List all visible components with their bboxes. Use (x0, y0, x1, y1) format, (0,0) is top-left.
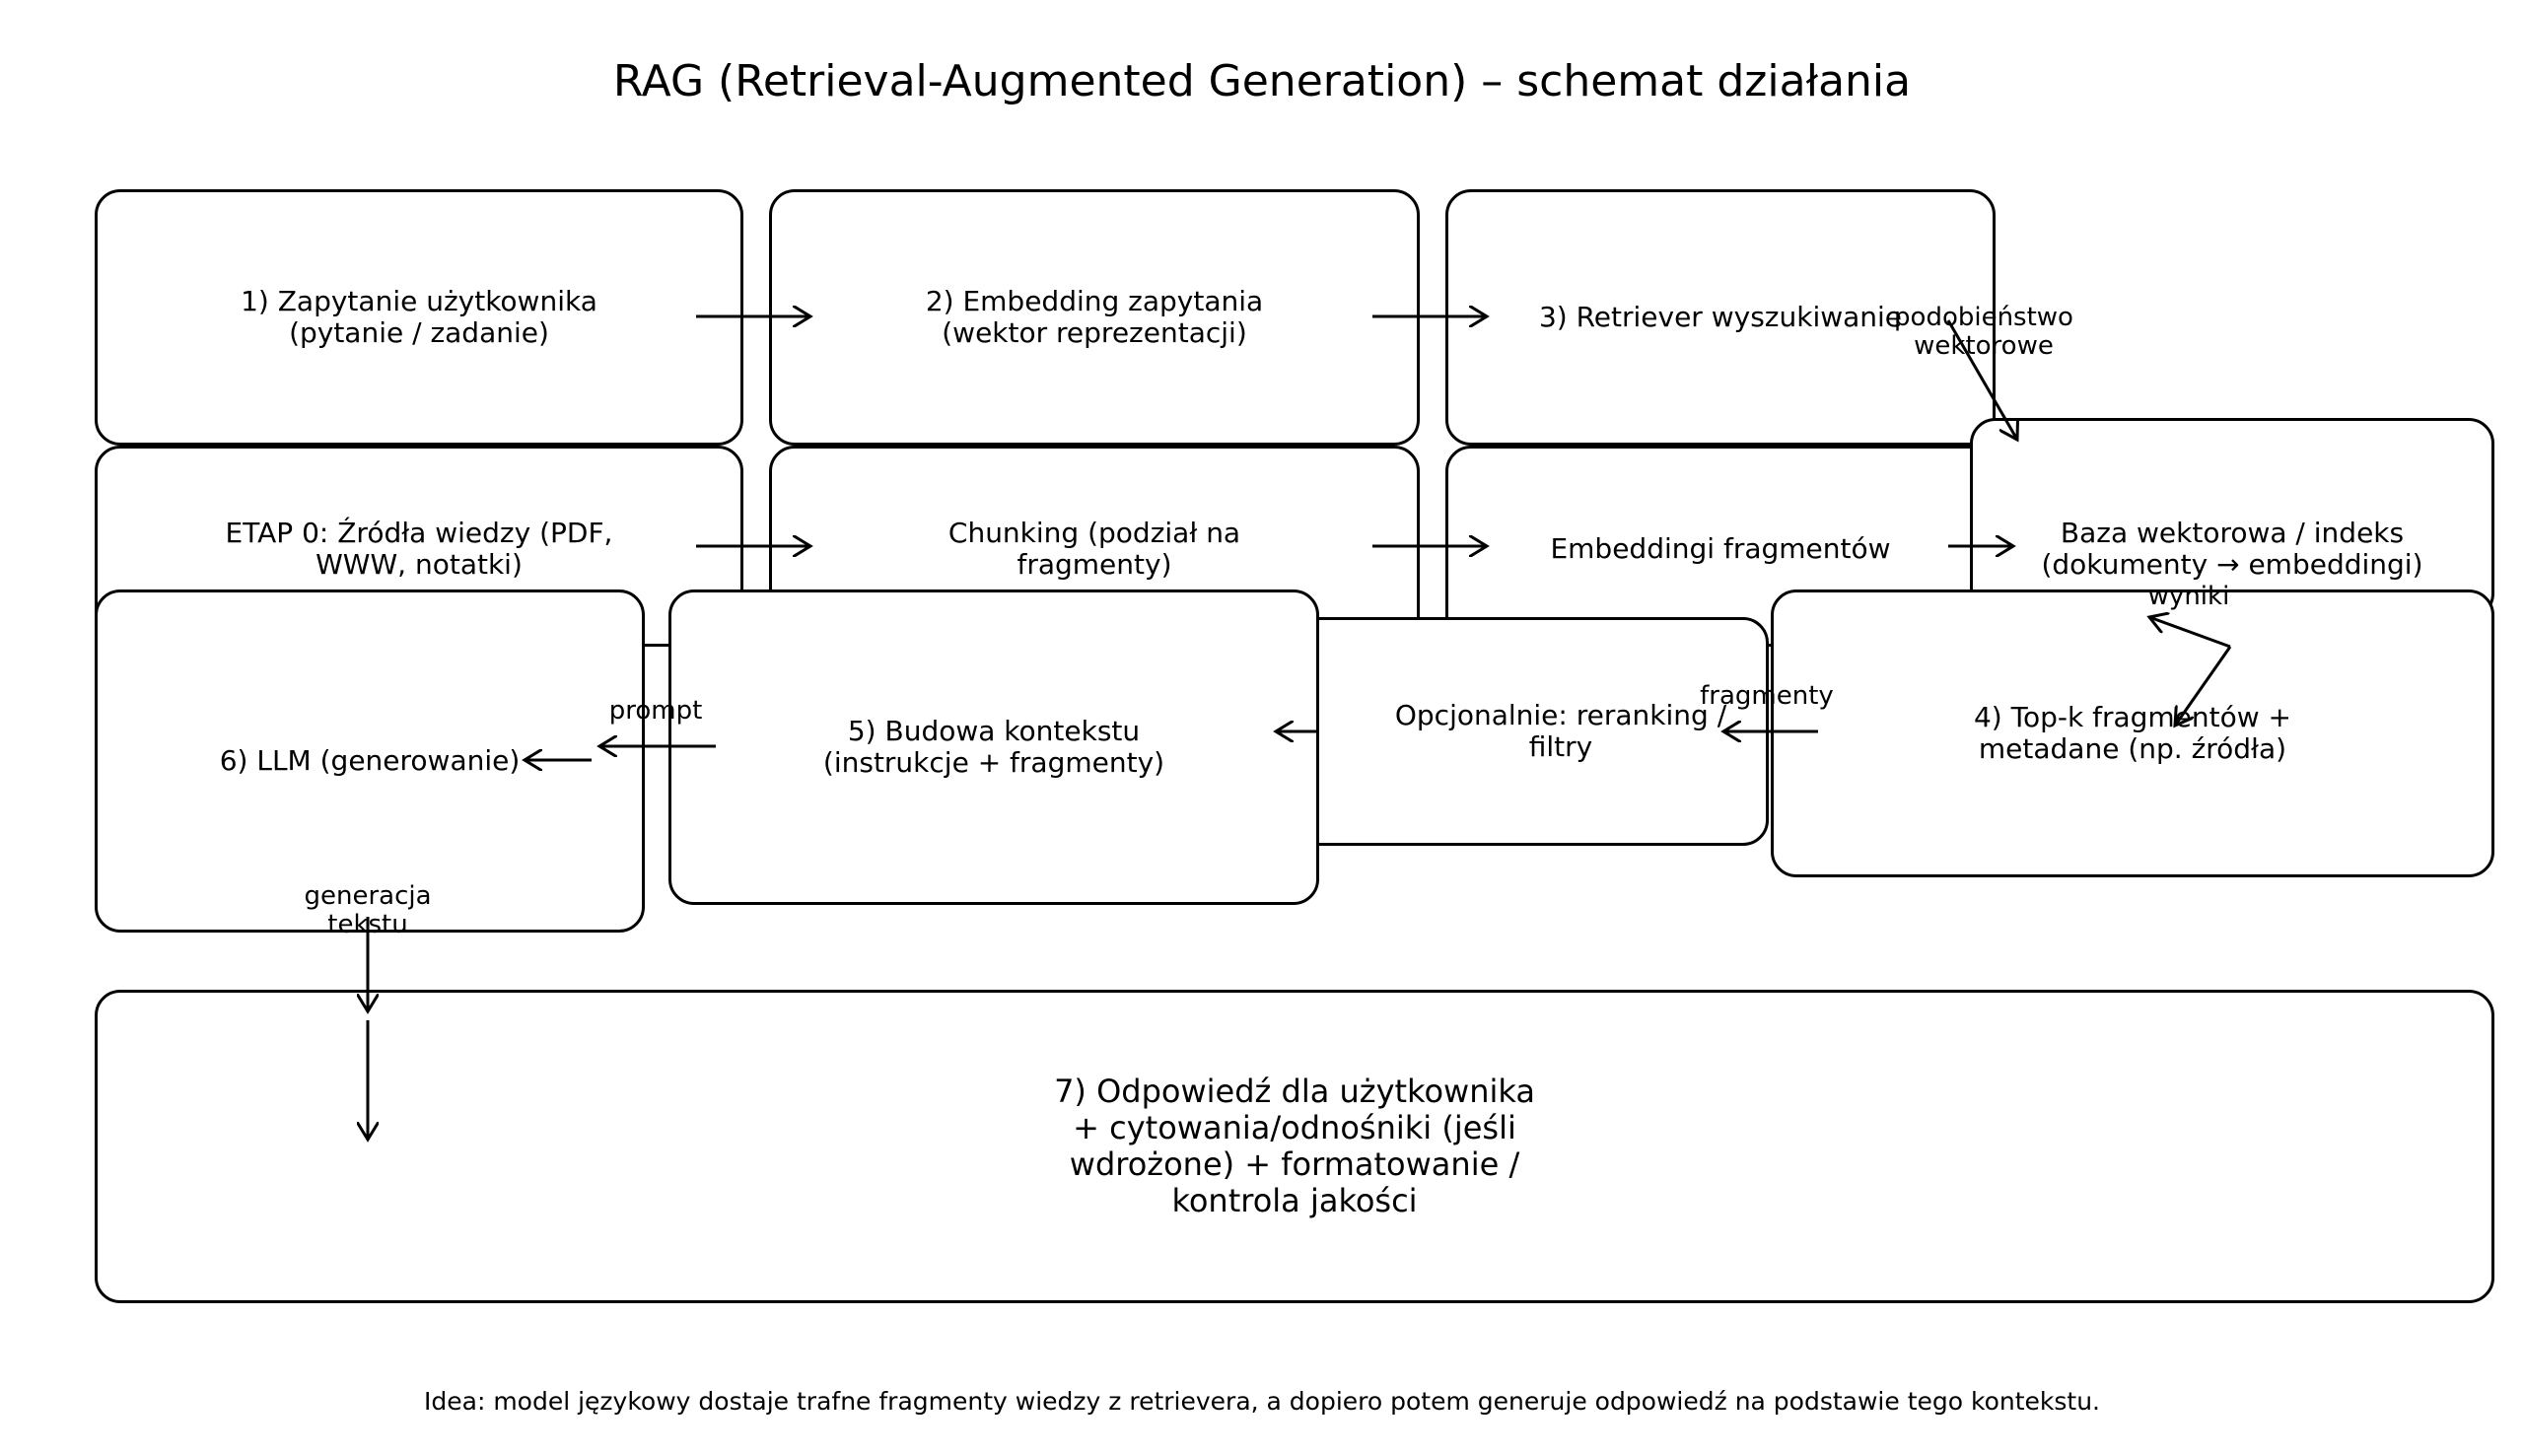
node-top-k: 4) Top-k fragmentów + metadane (np. źród… (1771, 589, 2494, 877)
node-reranking: Opcjonalnie: reranking / filtry (1294, 617, 1769, 846)
node-chunking-label: Chunking (podział na fragmenty) (947, 517, 1241, 581)
node-vector-database-label: Baza wektorowa / indeks (dokumenty → emb… (2041, 517, 2423, 581)
edge-label-results: wyniki (2147, 582, 2230, 611)
edge-label-prompt: prompt (608, 696, 703, 726)
arrow-results-back (2149, 617, 2231, 649)
edge-label-generation: generacja tekstu (304, 881, 432, 940)
node-query-embedding: 2) Embedding zapytania (wektor reprezent… (769, 189, 1420, 446)
node-llm-label: 6) LLM (generowanie) (219, 744, 521, 778)
edge-label-similarity: podobieństwo wektorowe (1894, 303, 2073, 362)
node-answer-label: 7) Odpowiedź dla użytkownika + cytowania… (1054, 1072, 1535, 1220)
node-retriever-label: 3) Retriever wyszukiwanie (1538, 301, 1903, 334)
arrow-vectordb-to-topk (2175, 646, 2232, 726)
edge-label-fragments: fragmenty (1700, 681, 1834, 711)
node-user-query: 1) Zapytanie użytkownika (pytanie / zada… (95, 189, 743, 446)
node-reranking-label: Opcjonalnie: reranking / filtry (1394, 699, 1727, 763)
node-chunk-embeddings-label: Embeddingi fragmentów (1550, 532, 1891, 565)
node-answer: 7) Odpowiedź dla użytkownika + cytowania… (95, 990, 2494, 1303)
arrow-retriever-to-vectordb (1946, 319, 2017, 440)
node-top-k-label: 4) Top-k fragmentów + metadane (np. źród… (1973, 701, 2292, 765)
node-query-embedding-label: 2) Embedding zapytania (wektor reprezent… (925, 285, 1264, 349)
node-context-building: 5) Budowa kontekstu (instrukcje + fragme… (668, 589, 1319, 905)
node-context-building-label: 5) Budowa kontekstu (instrukcje + fragme… (822, 715, 1165, 779)
node-retriever: 3) Retriever wyszukiwanie (1445, 189, 1996, 446)
footer-note: Idea: model językowy dostaje trafne frag… (424, 1387, 2100, 1416)
node-knowledge-sources-label: ETAP 0: Źródła wiedzy (PDF, WWW, notatki… (225, 517, 613, 581)
node-user-query-label: 1) Zapytanie użytkownika (pytanie / zada… (241, 285, 597, 349)
diagram-title: RAG (Retrieval-Augmented Generation) – s… (612, 56, 1912, 106)
node-vector-database: Baza wektorowa / indeks (dokumenty → emb… (1970, 418, 2494, 619)
